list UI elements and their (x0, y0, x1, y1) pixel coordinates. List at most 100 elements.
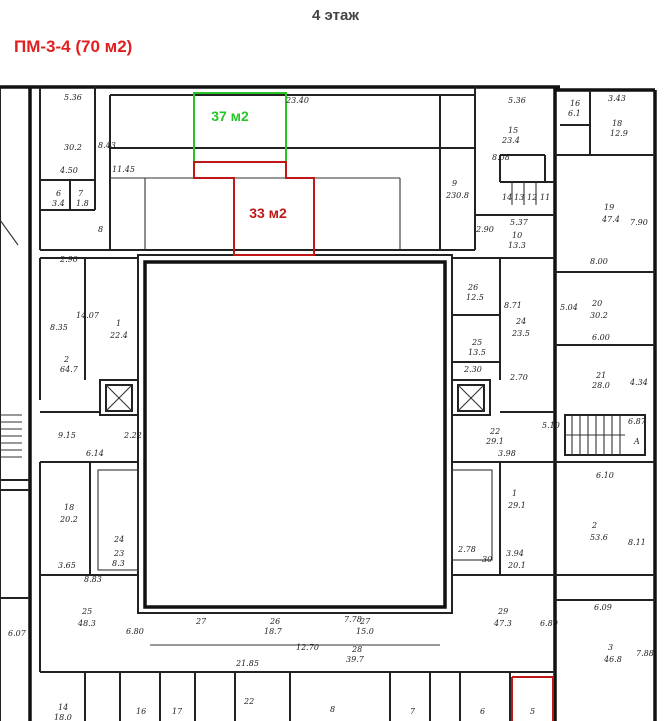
plan-label: 20.2 (59, 515, 78, 524)
plan-label: 7.88 (636, 649, 654, 658)
plan-label: 14 (502, 193, 512, 202)
plan-label: 53.6 (590, 533, 608, 542)
plan-label: 8.00 (590, 257, 608, 266)
plan-label: 20 (591, 299, 602, 308)
plan-label: 27 (359, 617, 371, 626)
plan-label: 39.7 (346, 655, 365, 664)
bottom-rooms (84, 612, 511, 721)
plan-label: 4.50 (59, 166, 78, 175)
plan-label: 9 (452, 179, 457, 188)
plan-label: 6 (56, 189, 61, 198)
plan-label: 5.36 (64, 93, 82, 102)
plan-label: 8 (98, 225, 103, 234)
plan-label: 30 (482, 555, 492, 564)
plan-label: 11 (540, 193, 550, 202)
plan-label: 3.98 (498, 449, 516, 458)
plan-label: 4.34 (629, 378, 648, 387)
plan-label: 2.22 (123, 431, 142, 440)
plan-label: 12.70 (296, 643, 319, 652)
plan-label: 12.9 (610, 129, 628, 138)
plan-label: 6.80 (126, 627, 144, 636)
plan-label: 16 (570, 99, 580, 108)
plan-label: 25 (471, 338, 482, 347)
top-rooms (39, 87, 655, 346)
unit-title: ПМ-3-4 (70 м2) (14, 37, 133, 56)
plan-label: 5.10 (542, 421, 560, 430)
highlight-red-area[interactable]: 33 м2 (193, 161, 315, 256)
plan-label: 12 (527, 193, 537, 202)
plan-label: 47.3 (493, 619, 512, 628)
plan-label: 6.10 (596, 471, 614, 480)
plan-label: 1 (116, 319, 121, 328)
plan-label: 2.90 (475, 225, 494, 234)
plan-label: 24 (515, 317, 526, 326)
plan-label: 2 (63, 355, 69, 364)
plan-label: 21.85 (235, 659, 259, 668)
plan-label: 24 (113, 535, 124, 544)
plan-label: 23.40 (285, 96, 309, 105)
plan-label: 2.78 (457, 545, 476, 554)
plan-label: 8.71 (504, 301, 522, 310)
plan-label: 23.5 (511, 329, 530, 338)
plan-label: 22.4 (109, 331, 128, 340)
plan-label: 19 (604, 203, 614, 212)
plan-label: 21 (595, 371, 606, 380)
plan-label: 6.07 (8, 629, 27, 638)
plan-label: 13 (514, 193, 524, 202)
plan-label: 15 (508, 126, 518, 135)
plan-label: 23 (113, 549, 124, 558)
plan-label: 8.83 (84, 575, 102, 584)
plan-label: 8 (330, 705, 335, 714)
plan-label: 25 (81, 607, 92, 616)
highlight-green-area[interactable]: 37 м2 (193, 92, 287, 163)
plan-label: 8.43 (98, 141, 116, 150)
plan-label: 27 (195, 617, 207, 626)
plan-label: 11.45 (112, 165, 135, 174)
plan-label: 230.8 (445, 191, 469, 200)
plan-label: 15.0 (356, 627, 374, 636)
right-rooms (451, 257, 655, 601)
plan-label: 13.5 (468, 348, 486, 357)
plan-label: 7 (78, 189, 84, 198)
plan-label: 2.90 (59, 255, 78, 264)
green-area-label: 37 м2 (211, 108, 249, 124)
plan-label: 9.15 (58, 431, 76, 440)
plan-label: 29.1 (507, 501, 526, 510)
plan-label: 18 (612, 119, 622, 128)
plan-label: 7 (410, 707, 416, 716)
plan-label: 6 (480, 707, 485, 716)
plan-label: 6.00 (592, 333, 610, 342)
plan-label: 64.7 (60, 365, 79, 374)
plan-label: 8.08 (492, 153, 510, 162)
plan-label: 7.78 (344, 615, 362, 624)
plan-label: 18 (64, 503, 74, 512)
plan-label: 29 (497, 607, 508, 616)
plan-label: 3.65 (58, 561, 76, 570)
plan-label: 2 (591, 521, 597, 530)
plan-label: 48.3 (77, 619, 96, 628)
plan-label: 14.07 (76, 311, 100, 320)
plan-label: 2.30 (463, 365, 482, 374)
plan-label: 47.4 (601, 215, 620, 224)
plan-label: 30.2 (64, 143, 82, 152)
plan-label: 30.2 (590, 311, 608, 320)
plan-label: 6.80 (540, 619, 558, 628)
plan-label: 1 (512, 489, 517, 498)
plan-label: 8.35 (50, 323, 68, 332)
plan-label: 20.1 (507, 561, 526, 570)
red-area-label: 33 м2 (249, 205, 287, 221)
plan-label: 6.14 (86, 449, 104, 458)
courtyard (137, 254, 453, 614)
plan-label: 26 (467, 283, 478, 292)
plan-label: 46.8 (603, 655, 622, 664)
plan-label: 22 (489, 427, 500, 436)
highlight-red-small-room (511, 676, 554, 721)
plan-label: 17 (172, 707, 183, 716)
plan-label: 5.37 (510, 218, 529, 227)
plan-label: 6.87 (628, 417, 647, 426)
left-rooms (0, 219, 555, 673)
plan-label: 8.11 (628, 538, 646, 547)
plan-label: 3.94 (506, 549, 524, 558)
plan-label: 8.3 (112, 559, 125, 568)
plan-label: 5.36 (508, 96, 526, 105)
